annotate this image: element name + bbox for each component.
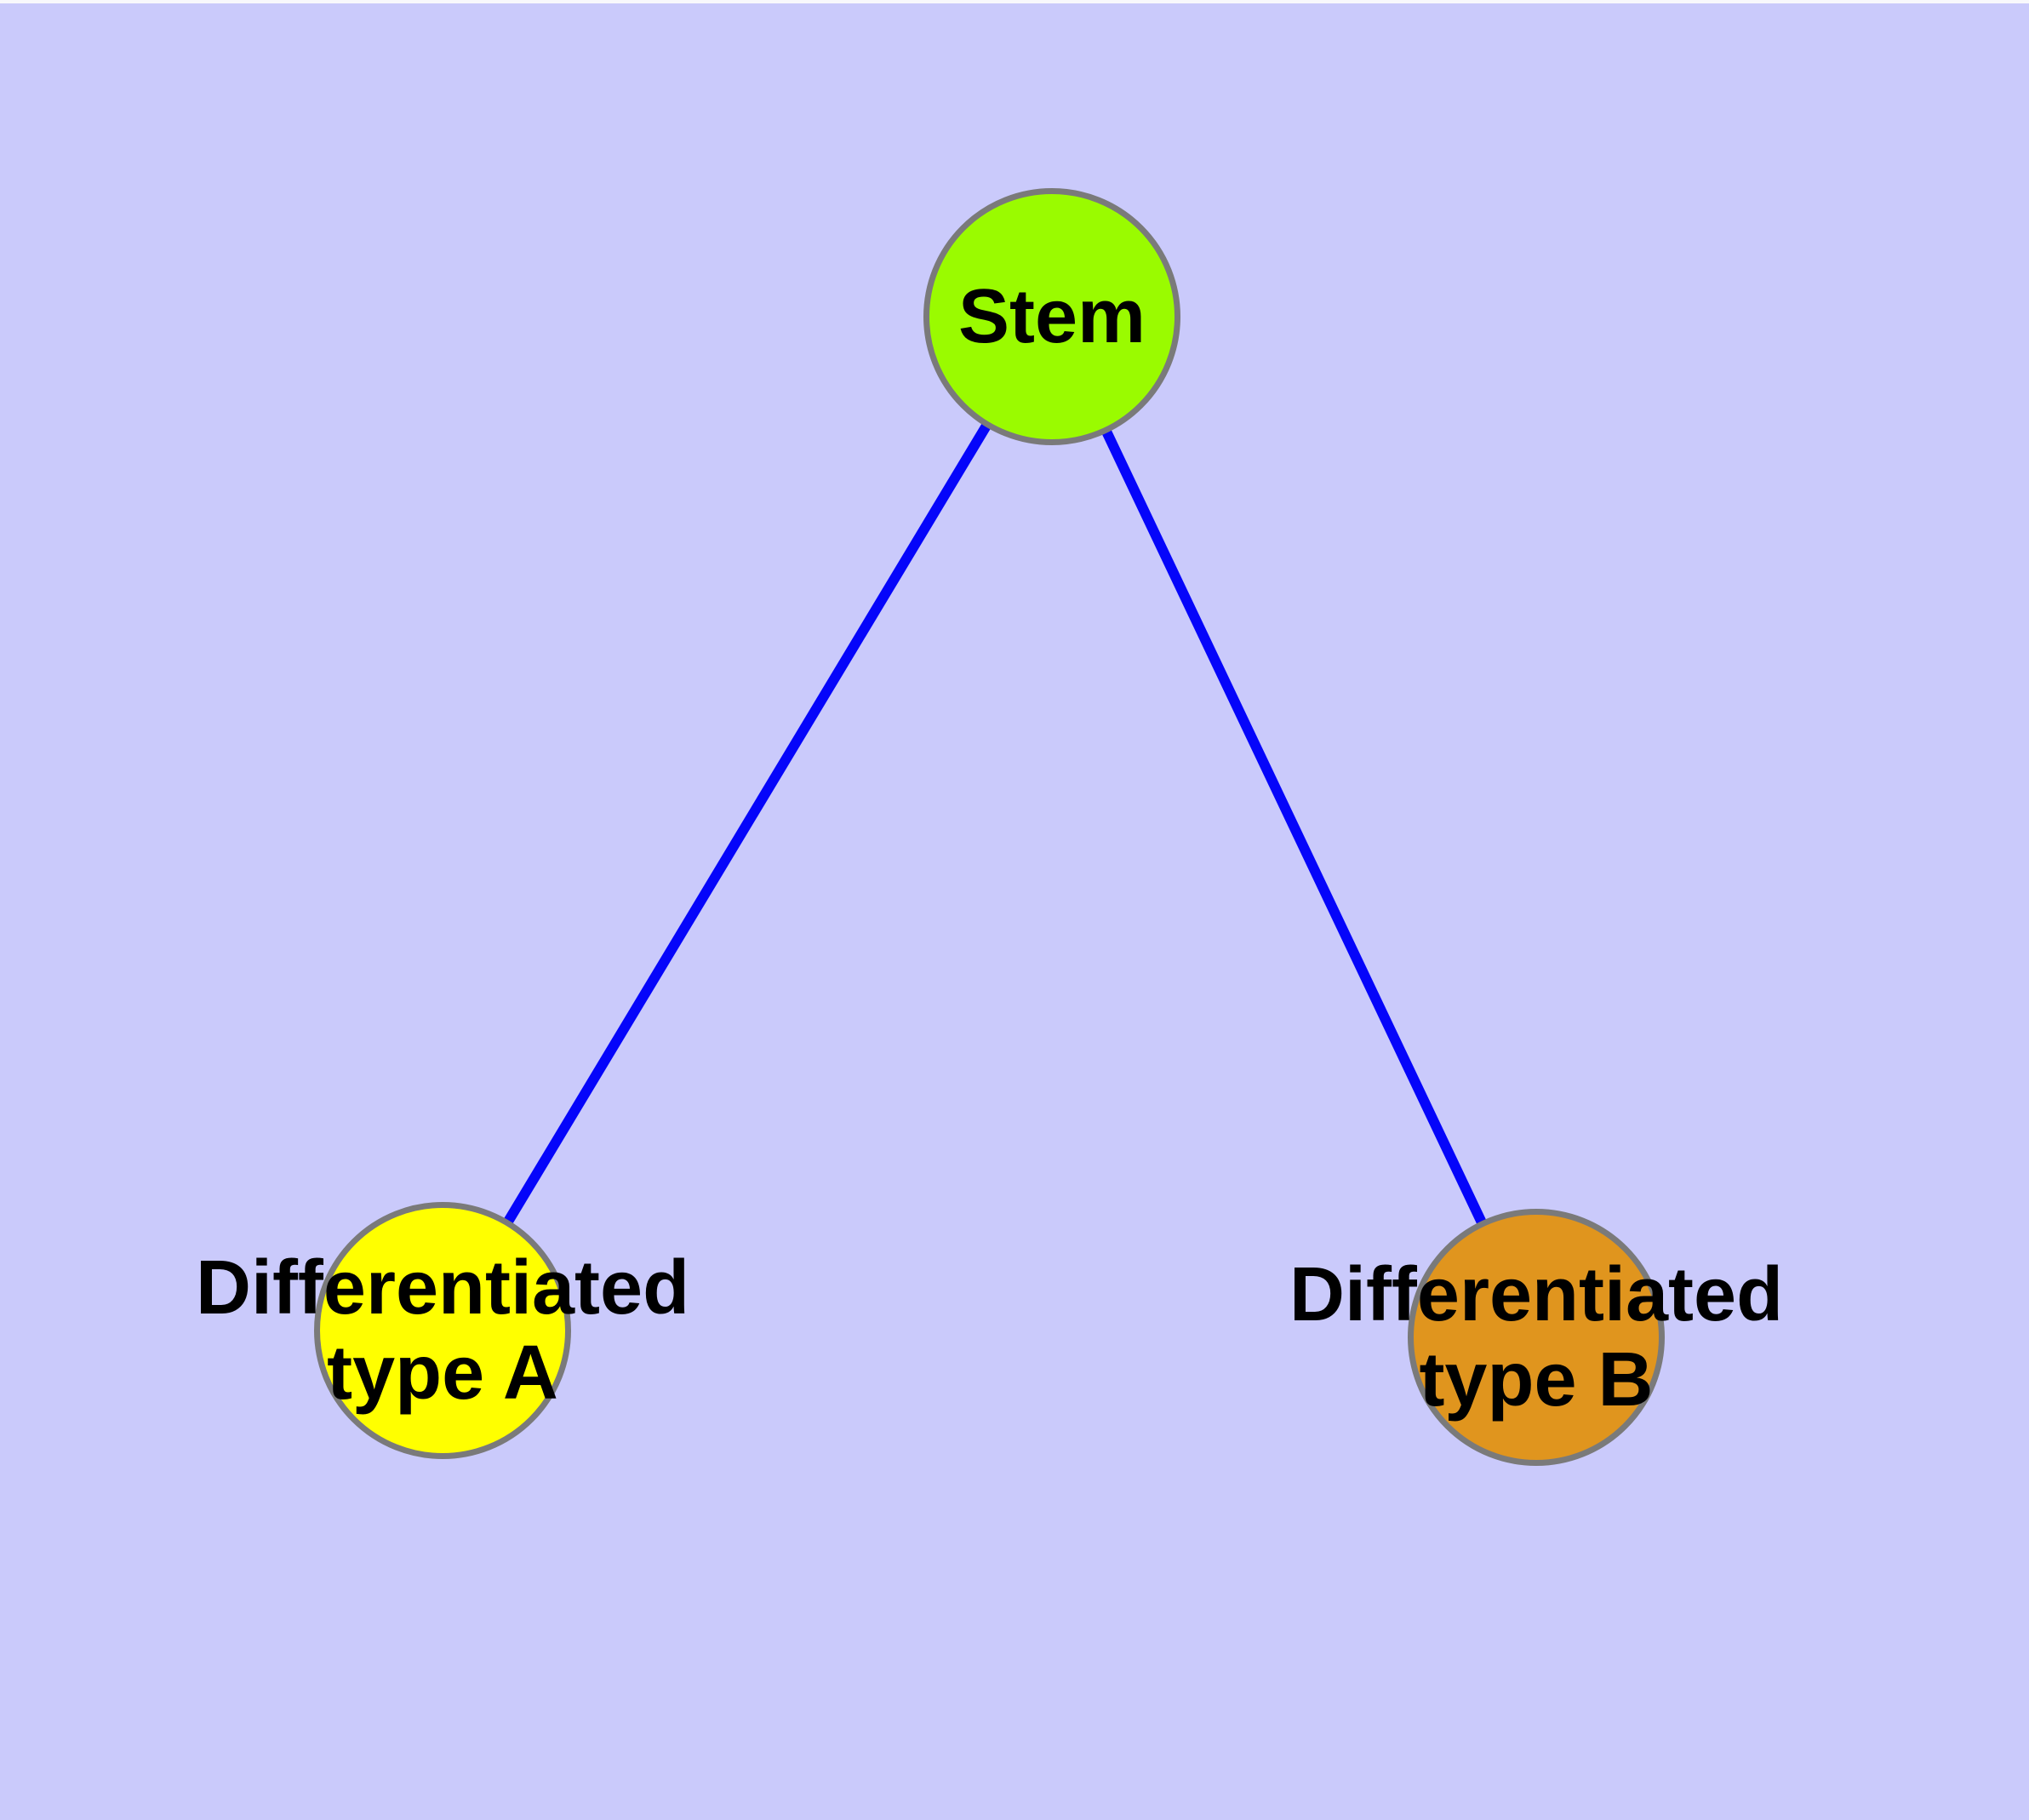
label-line: Stem: [957, 274, 1146, 359]
edge-stem-to-typeA: [437, 313, 1057, 1334]
label-line: Differentiated: [195, 1245, 690, 1331]
node-stem-label: Stem: [958, 274, 1146, 359]
node-typeA-label: Differentiated type A: [196, 1245, 689, 1416]
top-margin-strip: [0, 0, 2029, 3]
node-typeB-label: Differentiated type B: [1289, 1252, 1783, 1422]
label-line: Differentiated: [1289, 1252, 1784, 1337]
node-typeA-circle: [314, 1202, 571, 1459]
label-line: type B: [1419, 1337, 1654, 1422]
node-typeB-circle: [1408, 1209, 1665, 1466]
label-line: type A: [327, 1331, 558, 1416]
node-stem-circle: [923, 188, 1180, 445]
edge-stem-to-typeB: [1047, 314, 1541, 1340]
